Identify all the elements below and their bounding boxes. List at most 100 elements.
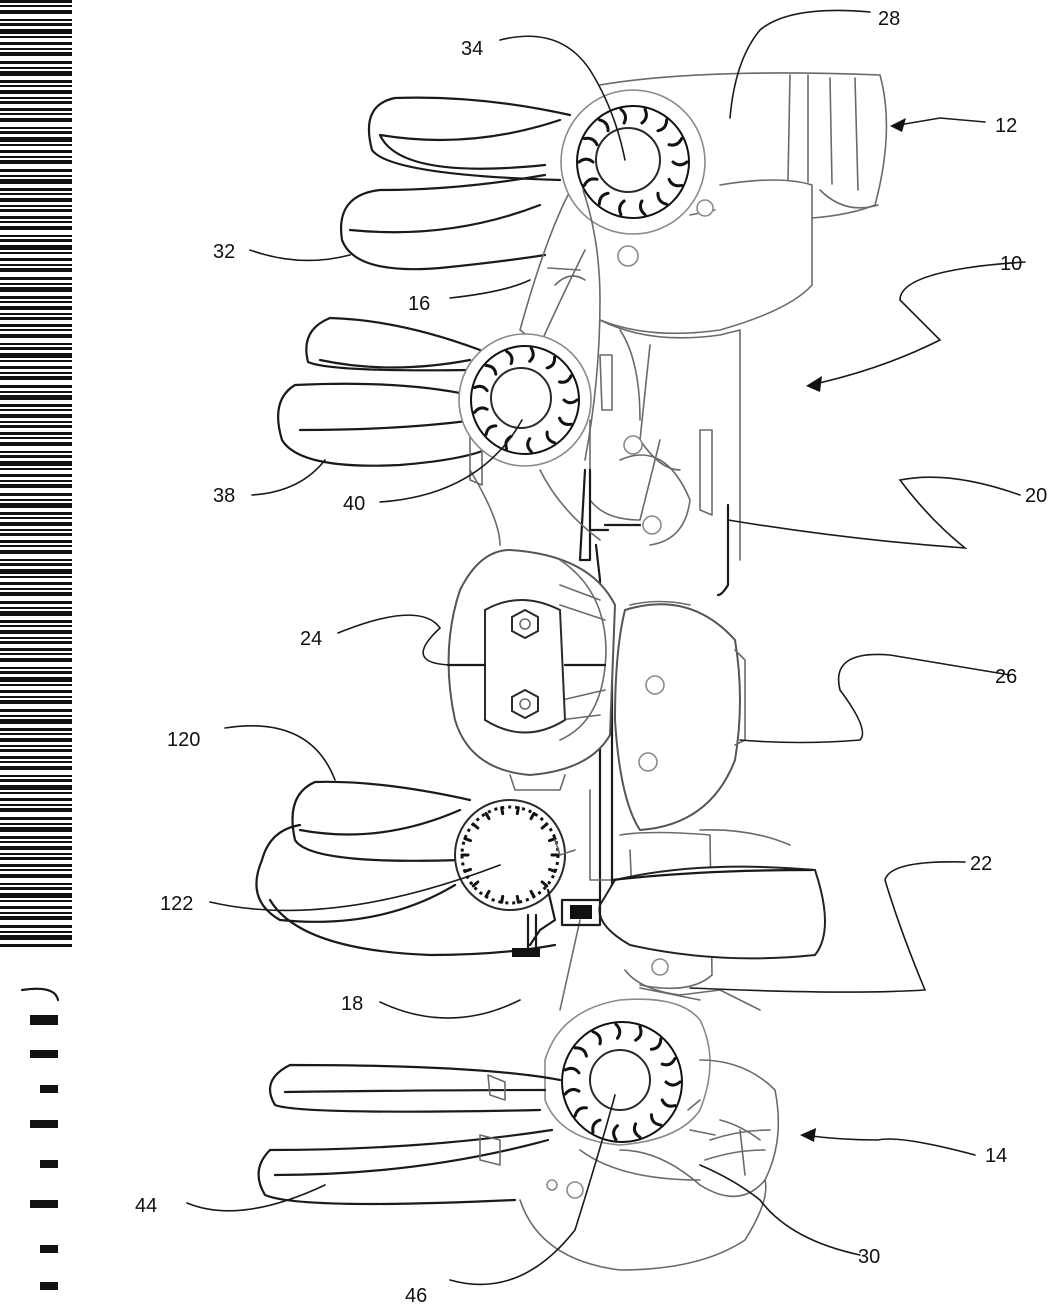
barcode-bar: [0, 156, 72, 158]
barcode-bar: [0, 5, 72, 7]
barcode-bar: [0, 264, 72, 266]
barcode-bar: [0, 283, 72, 285]
barcode-bar: [0, 296, 72, 299]
barcode-bar: [0, 67, 72, 69]
barcode-bar: [0, 0, 72, 3]
barcode-bar: [0, 29, 72, 34]
barcode-bar: [0, 287, 72, 292]
barcode-bar: [0, 749, 72, 752]
barcode-bar: [0, 239, 72, 242]
ratchet-tooth: [465, 839, 471, 841]
barcode-bar: [0, 160, 72, 164]
barcode-bar: [0, 137, 72, 142]
barcode-bar: [0, 900, 72, 902]
hinge-pad-26: [615, 602, 745, 831]
barcode-bar: [0, 324, 72, 327]
barcode-bar: [0, 108, 72, 111]
barcode-bar: [0, 205, 72, 207]
barcode-bar: [0, 522, 72, 526]
barcode-bar: [0, 179, 72, 184]
barcode-bar: [0, 728, 72, 731]
barcode-bar: [0, 931, 72, 933]
barcode-bar: [0, 209, 72, 212]
hub-122: [455, 800, 600, 957]
barcode-bar: [0, 545, 72, 547]
barcode-bar: [0, 637, 72, 639]
barcode-bar: [0, 347, 72, 350]
ratchet-tooth: [517, 808, 518, 814]
label-26: 26: [995, 666, 1017, 688]
barcode-bar: [0, 366, 72, 369]
label-10: 10: [1000, 253, 1022, 275]
leader-120: [225, 726, 335, 780]
label-18: 18: [341, 993, 363, 1015]
barcode-bar: [0, 864, 72, 867]
barcode-bar: [0, 738, 72, 742]
barcode-bar: [0, 61, 72, 64]
barcode-bar: [0, 258, 72, 261]
leader-12: [893, 118, 985, 126]
barcode-bar: [0, 10, 72, 14]
knee-brace: [256, 73, 886, 1270]
barcode-bar: [0, 906, 72, 909]
label-32: 32: [213, 241, 235, 263]
barcode-bar: [0, 817, 72, 820]
barcode-bar: [0, 144, 72, 146]
strap-44: [259, 1065, 583, 1204]
ratchet-tooth: [465, 869, 471, 871]
barcode-bar: [0, 827, 72, 832]
barcode-bar: [0, 529, 72, 531]
label-46: 46: [405, 1285, 427, 1305]
barcode-bar: [0, 853, 72, 855]
barcode-bar: [0, 559, 72, 561]
barcode-bar: [0, 601, 72, 604]
barcode-bar: [0, 620, 72, 623]
barcode-bar: [0, 404, 72, 407]
mid-hub: [459, 334, 591, 466]
barcode-bar: [0, 887, 72, 890]
arrowhead-14: [800, 1128, 816, 1142]
barcode-bar: [0, 360, 72, 362]
upper-hub: [561, 90, 715, 266]
leader-18: [380, 1000, 520, 1018]
frame-10: [590, 320, 740, 595]
barcode-bar: [0, 808, 72, 812]
barcode-bar: [0, 775, 72, 777]
arrowhead-10: [806, 376, 822, 392]
barcode-bar: [0, 169, 72, 172]
barcode-bar: [0, 925, 72, 928]
barcode-bar: [0, 221, 72, 223]
barcode-bar: [0, 23, 72, 26]
barcode-bar: [0, 252, 72, 254]
barcode-bar: [0, 113, 72, 115]
label-44: 44: [135, 1195, 157, 1217]
leader-122: [210, 865, 500, 910]
barcode-bar: [0, 414, 72, 418]
hinge-pad-24: [448, 550, 615, 775]
label-120: 120: [167, 729, 200, 751]
barcode-bar: [0, 696, 72, 698]
barcode-bar: [0, 540, 72, 543]
barcode-bar: [0, 80, 72, 83]
leader-20: [728, 477, 1020, 548]
barcode-bar: [0, 912, 72, 914]
barcode-bar: [0, 372, 72, 374]
barcode-bar: [0, 216, 72, 219]
barcode-bar: [0, 709, 72, 712]
barcode-bar: [0, 883, 72, 885]
label-38: 38: [213, 485, 235, 507]
barcode-bar: [0, 893, 72, 898]
ratchet-tooth: [549, 839, 555, 841]
barcode-bar: [0, 653, 72, 655]
barcode-bar: [0, 607, 72, 609]
barcode-bar: [0, 455, 72, 458]
label-122: 122: [160, 893, 193, 915]
barcode-bar: [0, 563, 72, 566]
barcode-bar: [0, 512, 72, 515]
barcode: [0, 0, 72, 947]
ratchet-tooth: [517, 896, 518, 902]
barcode-bar: [0, 779, 72, 782]
barcode-bar: [0, 719, 72, 724]
barcode-bar: [0, 97, 72, 99]
label-20: 20: [1025, 485, 1047, 507]
